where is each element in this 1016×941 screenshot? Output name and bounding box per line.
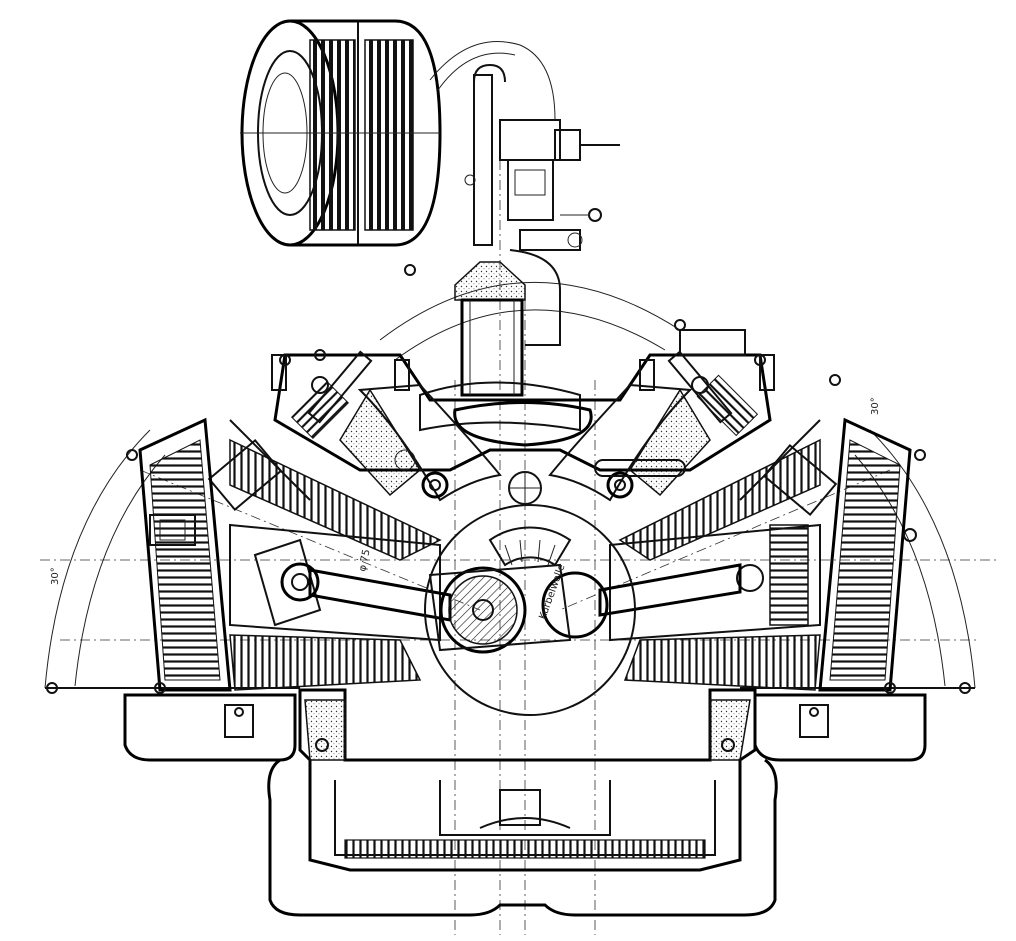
crankcase-upper [273, 353, 772, 505]
intake-manifold [419, 261, 593, 447]
oil-sump [267, 688, 778, 917]
carburettor [464, 63, 620, 346]
right-cylinder-head [818, 417, 917, 692]
right-angle-label: 30° [870, 397, 881, 415]
mounting-bolts [46, 264, 971, 694]
left-angle-label: 30° [50, 567, 61, 585]
right-cylinder-barrel [609, 438, 821, 691]
right-piston-conrod [598, 563, 764, 617]
left-cylinder-barrel [229, 438, 442, 691]
crankshaft: Kurbelwelle [424, 504, 636, 716]
left-heat-exchanger [123, 693, 297, 762]
right-heat-exchanger [753, 693, 927, 762]
left-piston-conrod: φ 75 [253, 538, 452, 627]
left-cylinder-head [138, 417, 232, 692]
rod-dimension-label: φ 75 [357, 548, 372, 572]
air-filter [240, 19, 556, 247]
angle-annotations: 30° 30° [50, 397, 881, 585]
